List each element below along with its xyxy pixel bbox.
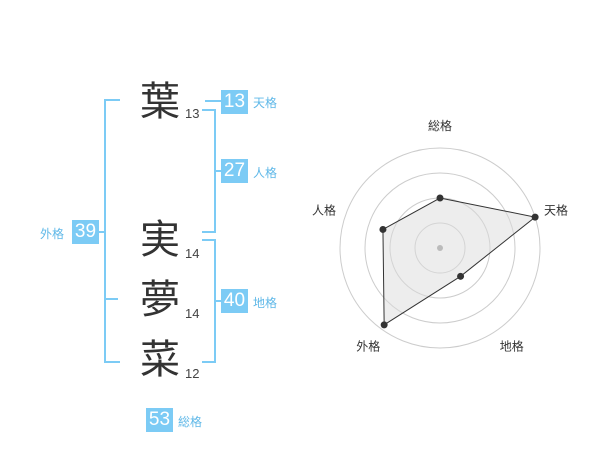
chikaku-label: 地格 — [253, 296, 278, 310]
gaikaku-connector — [98, 231, 106, 233]
char-1-strokes: 13 — [185, 106, 200, 121]
char-4-strokes: 12 — [185, 366, 200, 381]
radar-axis-label-3: 外格 — [356, 339, 380, 354]
chikaku-connector — [214, 300, 222, 302]
radar-center-dot — [437, 245, 443, 251]
radar-ring-4 — [339, 147, 541, 349]
radar-point-1 — [531, 213, 539, 221]
char-3: 夢 — [140, 277, 180, 323]
radar-axis-label-1: 天格 — [544, 202, 568, 217]
tenkaku-value: 13 — [221, 90, 248, 114]
gaikaku-bracket — [104, 99, 120, 363]
radar-ring-3 — [364, 172, 516, 324]
radar-point-3 — [380, 321, 388, 329]
jinkaku-label: 人格 — [253, 166, 278, 180]
char-1: 葉 — [140, 79, 180, 125]
char-2-strokes: 14 — [185, 246, 200, 261]
soukaku-value: 53 — [146, 408, 173, 432]
chikaku-value: 40 — [221, 289, 248, 313]
radar-point-0 — [436, 194, 444, 202]
gaikaku-mid-tick — [104, 298, 118, 300]
char-3-strokes: 14 — [185, 306, 200, 321]
radar-axis-label-0: 総格 — [428, 118, 452, 133]
radar-area — [382, 197, 537, 326]
radar-point-4 — [379, 225, 387, 233]
tenkaku-label: 天格 — [253, 96, 278, 110]
char-4: 菜 — [140, 337, 180, 383]
jinkaku-value: 27 — [221, 159, 248, 183]
radar-axis-label-4: 人格 — [312, 202, 336, 217]
radar-point-2 — [457, 272, 465, 280]
jinkaku-connector — [214, 170, 222, 172]
radar-axis-label-2: 地格 — [500, 339, 524, 354]
char-2: 実 — [140, 217, 180, 263]
gaikaku-value: 39 — [72, 220, 99, 244]
radar-points — [379, 194, 539, 329]
soukaku-label: 総格 — [178, 415, 203, 429]
tenkaku-connector — [205, 100, 221, 102]
gaikaku-label: 外格 — [40, 227, 65, 241]
